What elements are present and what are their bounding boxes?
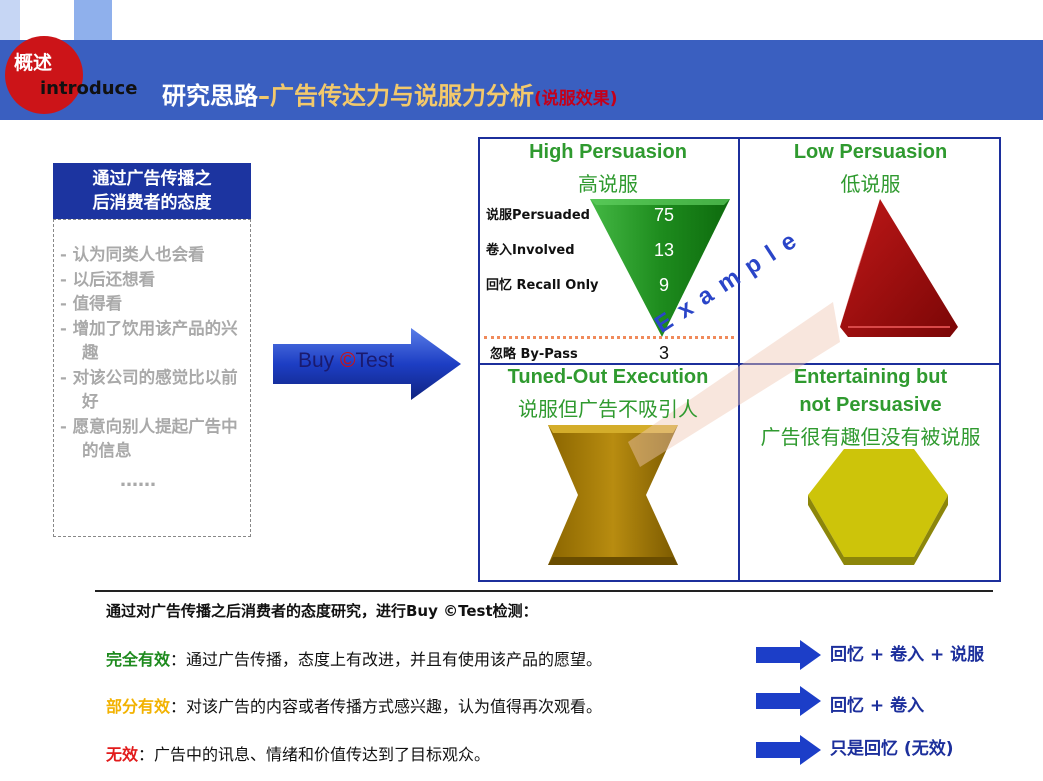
buy-label: Buy (298, 349, 341, 372)
effect-label: 部分有效 (106, 697, 171, 716)
header-badge-circle (5, 36, 83, 114)
effect-sep: ： (138, 745, 155, 764)
grid-divider-vertical (738, 137, 740, 582)
big-arrow-icon (273, 328, 461, 400)
left-panel-title: 通过广告传播之 后消费者的态度 (53, 163, 251, 219)
quadrant-low-zh: 低说服 (840, 172, 901, 196)
buy-test-label: Buy ©Test (298, 349, 394, 373)
effect-result-none: 只是回忆 (无效) (830, 739, 954, 759)
quadrant-high-zh: 高说服 (578, 172, 638, 196)
header-accent-stripe (0, 0, 20, 40)
effect-row-none: 无效：广告中的讯息、情绪和价值传达到了目标观众。 (106, 741, 490, 765)
level-label-persuaded: 说服Persuaded (486, 208, 590, 223)
attitude-list: - 认为同类人也会看 - 以后还想看 - 值得看 - 增加了饮用该产品的兴趣 -… (60, 243, 250, 464)
effect-row-full: 完全有效：通过广告传播，态度上有改进，并且有使用该产品的愿望。 (106, 646, 602, 670)
quadrant-entertain-en2: not Persuasive (799, 394, 942, 416)
arrow-right-icon (756, 686, 821, 716)
title-part3: (说服效果) (534, 89, 618, 109)
effect-sep: ： (170, 697, 187, 716)
header-badge-en: introduce (40, 78, 138, 99)
list-item: - 以后还想看 (60, 269, 156, 289)
grid-divider-horizontal (478, 363, 1001, 365)
list-item: - 值得看 (60, 294, 123, 313)
arrow-right-icon (756, 735, 821, 765)
level-label-involved: 卷入Involved (486, 243, 575, 258)
left-panel-box (53, 219, 251, 537)
list-item: - 愿意向别人提起广告中的信息 (60, 416, 238, 461)
list-ellipsis: …… (120, 470, 156, 491)
hourglass-icon (548, 425, 678, 565)
page-title: 研究思路–广告传达力与说服力分析(说服效果) (162, 76, 618, 111)
effect-result-partial: 回忆 + 卷入 (830, 696, 925, 716)
title-part1: 研究思路 (162, 82, 258, 110)
effect-text: 对该广告的内容或者传播方式感兴趣，认为值得再次观看。 (186, 697, 603, 716)
effect-row-partial: 部分有效：对该广告的内容或者传播方式感兴趣，认为值得再次观看。 (106, 693, 602, 717)
inverted-triangle-icon (590, 199, 730, 337)
effect-label: 无效 (106, 745, 139, 764)
effect-result-full: 回忆 + 卷入 + 说服 (830, 645, 985, 665)
level-value-involved: 13 (653, 240, 675, 260)
level-value-bypass: 3 (658, 343, 669, 363)
list-item: - 认为同类人也会看 (60, 245, 205, 264)
left-title-line2: 后消费者的态度 (92, 193, 212, 213)
effect-sep: ： (170, 650, 187, 669)
quadrant-shapes (548, 199, 958, 565)
quadrant-entertain-en1: Entertaining but (793, 366, 948, 388)
bypass-divider (484, 336, 734, 339)
quadrant-tuned-zh: 说服但广告不吸引人 (518, 397, 698, 421)
hexagon-icon (808, 449, 948, 557)
quadrant-tuned-en: Tuned-Out Execution (507, 366, 709, 388)
header-accent-stripe (74, 0, 112, 40)
level-label-bypass: 忽略 By-Pass (490, 347, 578, 362)
quadrant-high-en: High Persuasion (529, 141, 687, 163)
list-item: - 对该公司的感觉比以前好 (60, 367, 238, 412)
bottom-heading: 通过对广告传播之后消费者的态度研究，进行Buy ©Test检测： (106, 602, 538, 620)
bottom-divider (95, 590, 993, 592)
effect-text: 通过广告传播，态度上有改进，并且有使用该产品的愿望。 (186, 650, 603, 669)
effect-label: 完全有效 (106, 650, 171, 669)
quadrant-entertain-zh: 广告很有趣但没有被说服 (760, 425, 981, 449)
copyright-icon: © (340, 349, 356, 372)
header-bar (0, 40, 1043, 120)
test-label: Test (355, 349, 395, 372)
level-value-persuaded: 75 (653, 205, 675, 225)
left-title-line1: 通过广告传播之 (92, 169, 212, 189)
pyramid-icon (840, 199, 958, 337)
header-badge-zh: 概述 (14, 52, 53, 74)
quadrant-low-en: Low Persuasion (793, 141, 948, 163)
title-part2: –广告传达力与说服力分析 (258, 82, 534, 110)
level-value-recall: 9 (658, 275, 669, 295)
arrow-right-icon (756, 640, 821, 670)
effect-text: 广告中的讯息、情绪和价值传达到了目标观众。 (154, 745, 491, 764)
list-item: - 增加了饮用该产品的兴趣 (60, 318, 238, 363)
level-label-recall: 回忆 Recall Only (486, 278, 599, 293)
